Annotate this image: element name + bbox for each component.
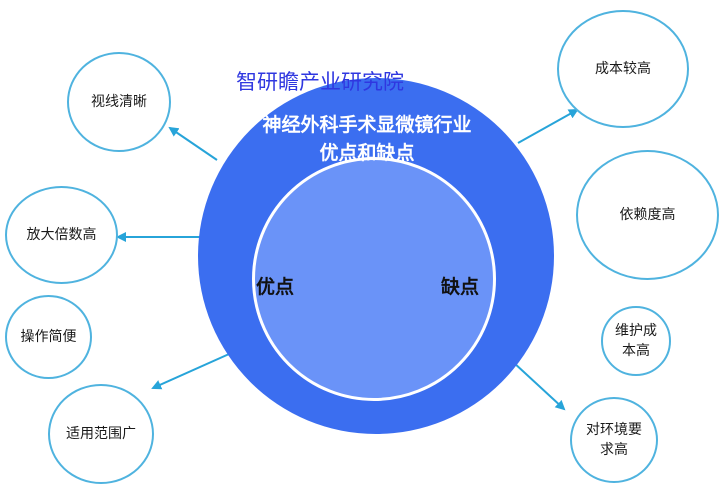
disadvantages-label: 缺点 [441, 276, 480, 298]
diagram-title: 神经外科手术显微镜行业 优点和缺点 [238, 112, 496, 167]
disadvantage-text: 维护成本高 [615, 322, 657, 359]
watermark: 智研瞻产业研究院 [236, 70, 404, 94]
disadvantage-bubble: 对环境要求高 [570, 397, 658, 483]
advantage-text: 适用范围广 [66, 425, 136, 442]
advantage-text: 操作简便 [20, 328, 77, 345]
arrow-to-视线清晰 [168, 126, 218, 161]
title-line-1: 神经外科手术显微镜行业 [262, 114, 472, 136]
title-line-2: 优点和缺点 [319, 141, 415, 164]
advantage-bubble: 适用范围广 [48, 384, 154, 484]
disadvantage-bubble: 成本较高 [557, 10, 689, 128]
advantages-label: 优点 [256, 276, 295, 298]
disadvantage-text: 对环境要求高 [586, 421, 642, 458]
disadvantage-bubble: 依赖度高 [576, 150, 719, 280]
disadvantage-text: 依赖度高 [619, 206, 676, 223]
arrow-to-成本较高 [517, 109, 579, 144]
advantage-bubble: 放大倍数高 [5, 186, 118, 284]
advantage-text: 放大倍数高 [26, 226, 97, 243]
inner-circle [252, 157, 496, 401]
advantage-bubble: 视线清晰 [67, 52, 171, 152]
advantage-text: 视线清晰 [91, 93, 147, 110]
disadvantage-text: 成本较高 [595, 60, 651, 77]
advantage-bubble: 操作简便 [5, 295, 92, 379]
disadvantage-bubble: 维护成本高 [601, 306, 671, 376]
